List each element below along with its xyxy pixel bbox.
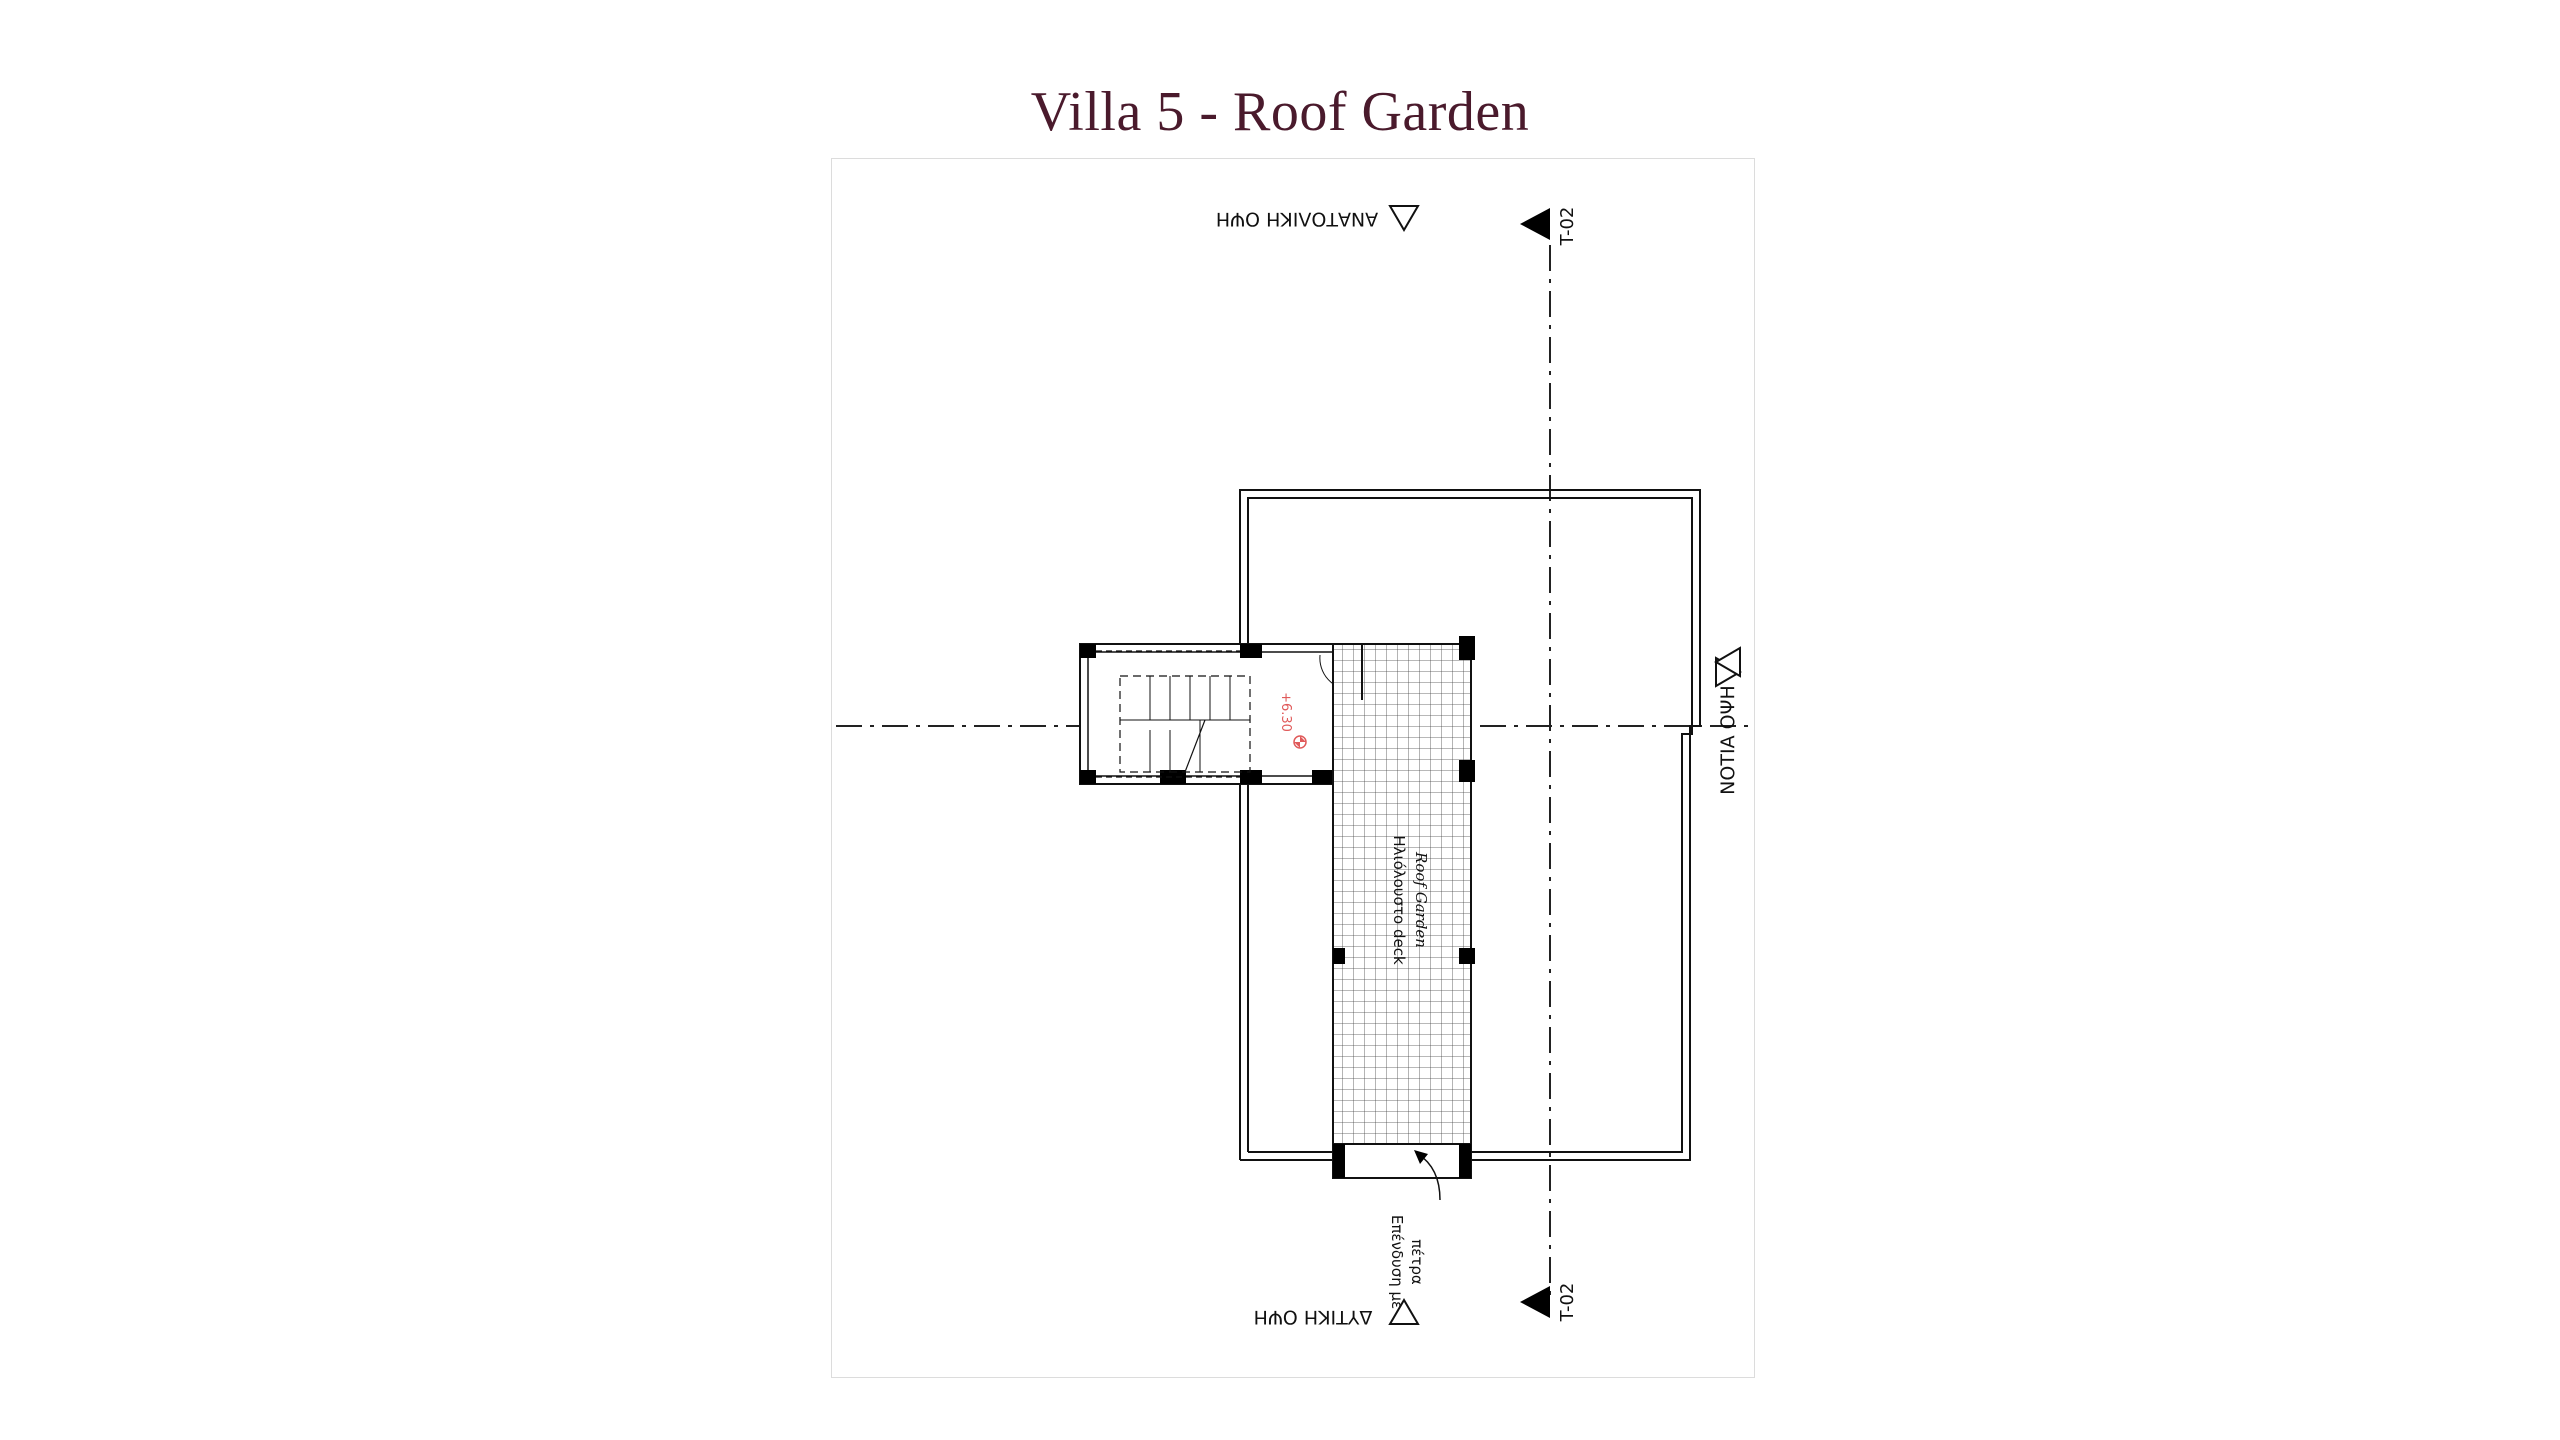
level-marker-icon [1293,735,1307,749]
stair-room [1079,643,1363,785]
west-elevation-label: ΔΥΤΙΚΗ ΟΨΗ [1254,1306,1373,1328]
page-title: Villa 5 - Roof Garden [1030,81,1530,143]
level-mark: +6.30 [1278,692,1293,732]
triangle-marker-icon-overlay [1714,646,1741,678]
section-label-bottom: T-02 [1557,1283,1578,1323]
deck-label-greek: Ηλιόλουστο deck [1390,835,1408,965]
roof-deck [1332,636,1475,1179]
cladding-note-line1: Επένδυση με [1388,1215,1406,1309]
east-elevation-label: ΑΝΑΤΟΛΙΚΗ ΟΨΗ [1216,208,1378,230]
cladding-note-line2: πέτρα [1408,1239,1426,1285]
section-label-top: T-02 [1557,207,1578,247]
roof-parapet [1239,489,1701,1161]
deck-label-english: Roof Garden [1412,851,1430,948]
triangle-marker-icon [1388,205,1420,232]
triangle-marker-icon [1388,1298,1420,1325]
south-elevation-label: ΝΟΤΙΑ ΟΨΗ [1717,685,1739,795]
section-arrow-icon [1520,1286,1550,1318]
leader-arrow-icon [1414,1150,1428,1164]
section-arrow-icon [1520,208,1550,240]
